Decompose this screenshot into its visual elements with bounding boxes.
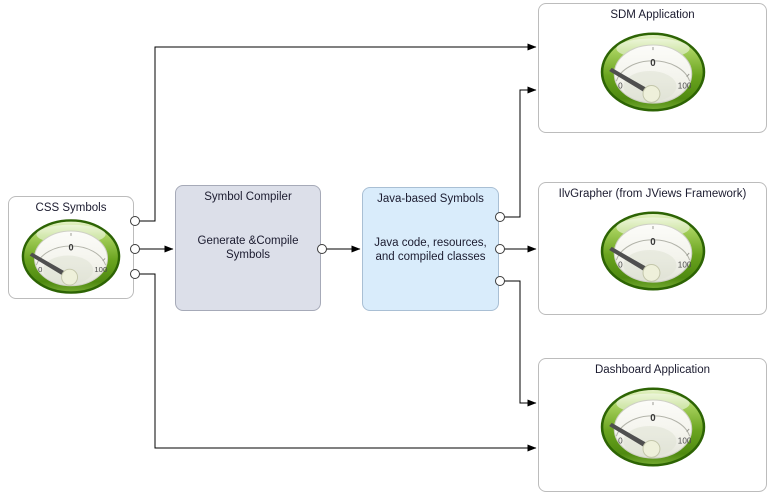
node-ilv-grapher-title: IlvGrapher (from JViews Framework) <box>558 188 747 200</box>
node-sdm-application: SDM Application <box>538 3 767 133</box>
edge-java-to-sdm <box>503 86 537 218</box>
node-java-symbols-title: Java-based Symbols <box>377 193 484 205</box>
node-symbol-compiler-title: Symbol Compiler <box>204 191 292 203</box>
node-java-symbols: Java-based Symbols Java code, resources,… <box>362 187 499 311</box>
body-line: and compiled classes <box>375 251 486 263</box>
node-dashboard-application: Dashboard Application <box>538 358 767 492</box>
gauge-widget <box>600 387 705 467</box>
gauge-widget <box>21 219 121 294</box>
node-ilv-grapher: IlvGrapher (from JViews Framework) <box>538 182 767 315</box>
node-java-symbols-body: Java code, resources, and compiled class… <box>363 236 498 264</box>
node-symbol-compiler: Symbol Compiler Generate &Compile Symbol… <box>175 185 321 311</box>
body-line: Java code, resources, <box>374 237 487 249</box>
body-line: Symbols <box>225 249 271 261</box>
node-sdm-application-title: SDM Application <box>610 9 695 21</box>
node-symbol-compiler-body: Generate &Compile Symbols <box>176 234 320 262</box>
node-dashboard-application-title: Dashboard Application <box>594 364 711 376</box>
body-line: Generate &Compile <box>197 235 299 247</box>
gauge-widget <box>600 32 705 112</box>
node-css-symbols-title: CSS Symbols <box>35 202 107 214</box>
gauge-widget <box>600 211 705 291</box>
edge-java-to-dashboard <box>503 280 537 407</box>
node-css-symbols: CSS Symbols <box>8 196 134 299</box>
